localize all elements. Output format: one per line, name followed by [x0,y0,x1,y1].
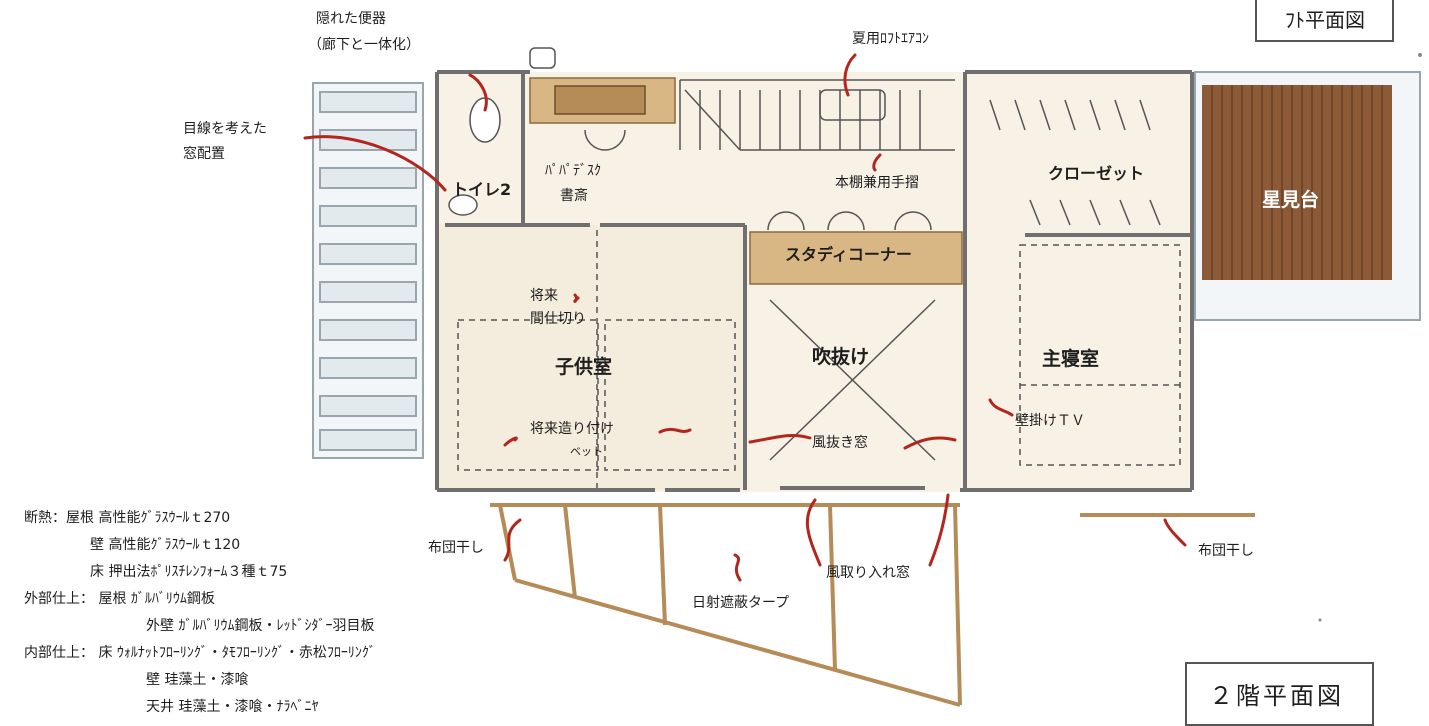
label-master-bedroom: 主寝室 [1042,348,1100,370]
label-shelf-handrail: 本棚兼用手摺 [835,175,919,191]
kids-beds-outline [457,230,736,490]
study-desk [529,77,676,151]
label-study: 書斎 [560,188,588,204]
label-intake-window: 風取り入れ窓 [826,565,910,581]
stair-core [679,79,955,151]
left-exterior-stair [312,82,424,459]
label-wall-tv: 壁掛けＴＶ [1015,413,1085,429]
floor-area [437,72,1192,492]
spec-exterior-wall: 外壁 ｶﾞﾙﾊﾞﾘｳﾑ鋼板・ﾚｯﾄﾞｼﾀﾞｰ羽目板 [146,618,375,634]
label-future-bed-1: 将来造り付け [530,421,614,437]
label-papa-desk: ﾊﾟﾊﾟﾃﾞｽｸ [545,163,601,179]
study-corner-counter [749,211,963,285]
label-star-deck: 星見台 [1262,189,1320,211]
label-atrium: 吹抜け [812,346,870,368]
top-partial-title: ﾌﾄ平面図 [1285,8,1365,32]
spec-interior-floor: 内部仕上： 床 ｳｫﾙﾅｯﾄﾌﾛｰﾘﾝｸﾞ・ﾀﾓﾌﾛｰﾘﾝｸﾞ・赤松ﾌﾛｰﾘﾝｸ… [24,645,376,661]
spec-insulation-floor: 床 押出法ﾎﾟﾘｽﾁﾚﾝﾌｫｰﾑ３種ｔ75 [90,564,288,580]
label-sun-tarp: 日射遮蔽タープ [692,595,790,611]
label-kids-room: 子供室 [555,356,613,378]
star-deck [1194,71,1421,321]
walls [435,70,1194,492]
top-title-frame: ﾌﾄ平面図 [1255,0,1394,42]
label-hidden-toilet: 隠れた便器 [316,11,386,27]
label-study-corner: スタディコーナー [785,245,912,264]
label-futon-dry-left: 布団干し [428,540,484,556]
spec-exterior-roof: 外部仕上： 屋根 ｶﾞﾙﾊﾞﾘｳﾑ鋼板 [24,591,215,607]
spec-insulation-wall: 壁 高性能ｸﾞﾗｽｳｰﾙｔ120 [90,537,241,553]
toilet-fixtures [448,47,556,216]
atrium-void [769,299,936,461]
label-window-layout-2: 窓配置 [183,146,225,162]
master-bed-outline [1019,244,1181,466]
label-toilet2: トイレ2 [452,180,512,199]
label-futon-dry-right: 布団干し [1198,543,1254,559]
spec-interior-ceiling: 天井 珪藻土・漆喰・ﾅﾗﾍﾞﾆﾔ [146,699,319,715]
label-hidden-toilet-sub: （廊下と一体化） [308,37,420,53]
label-future-partition-1: 将来 [530,288,558,304]
floor-title: ２階平面図 [1209,682,1344,710]
label-future-partition-2: 間仕切り [530,311,586,327]
label-window-layout-1: 目線を考えた [183,121,267,137]
spec-insulation-roof: 断熱：屋根 高性能ｸﾞﾗｽｳｰﾙｔ270 [24,510,231,526]
label-future-bed-2: ベット [570,445,603,458]
balcony-tarp [490,503,1255,707]
label-loft-aircon: 夏用ﾛﾌﾄｴｱｺﾝ [852,31,929,47]
spec-interior-wall: 壁 珪藻土・漆喰 [146,672,249,688]
annotation-leaders [303,53,1187,582]
label-closet: クローゼット [1048,164,1145,183]
floor-title-frame: ２階平面図 [1185,662,1374,726]
label-wind-window: 風抜き窓 [812,435,868,451]
